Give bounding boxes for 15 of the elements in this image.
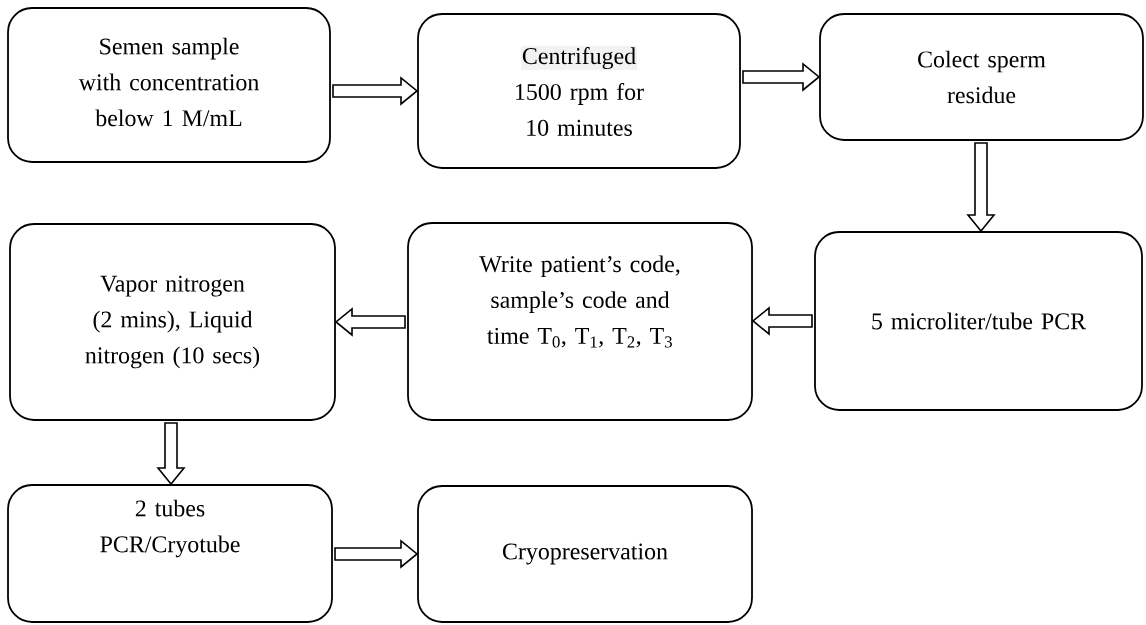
block-arrow: [334, 307, 406, 337]
block-arrow: [751, 306, 813, 336]
process-box: Cryopreservation: [417, 485, 753, 623]
block-arrow: [966, 142, 996, 233]
process-box: Colect sperm residue: [819, 13, 1144, 141]
block-arrow: [334, 539, 419, 569]
process-box: 5 microliter/tube PCR: [814, 231, 1143, 411]
process-box: Vapor nitrogen (2 mins), Liquid nitrogen (10 secs): [9, 223, 336, 421]
process-box: Write patient’s code, sample’s code and time T$_{0}$, T$_{1}$, T$_{2}$, T$_{3}$: [407, 222, 753, 421]
block-arrow: [742, 62, 821, 92]
block-arrow: [332, 76, 419, 106]
process-box: Semen sample with concentration below 1 M/mL: [7, 7, 331, 163]
block-arrow: [156, 422, 186, 486]
process-box: Centrifuged 1500 rpm for 10 minutes: [417, 13, 741, 169]
process-box: 2 tubes PCR/Cryotube: [7, 484, 333, 623]
